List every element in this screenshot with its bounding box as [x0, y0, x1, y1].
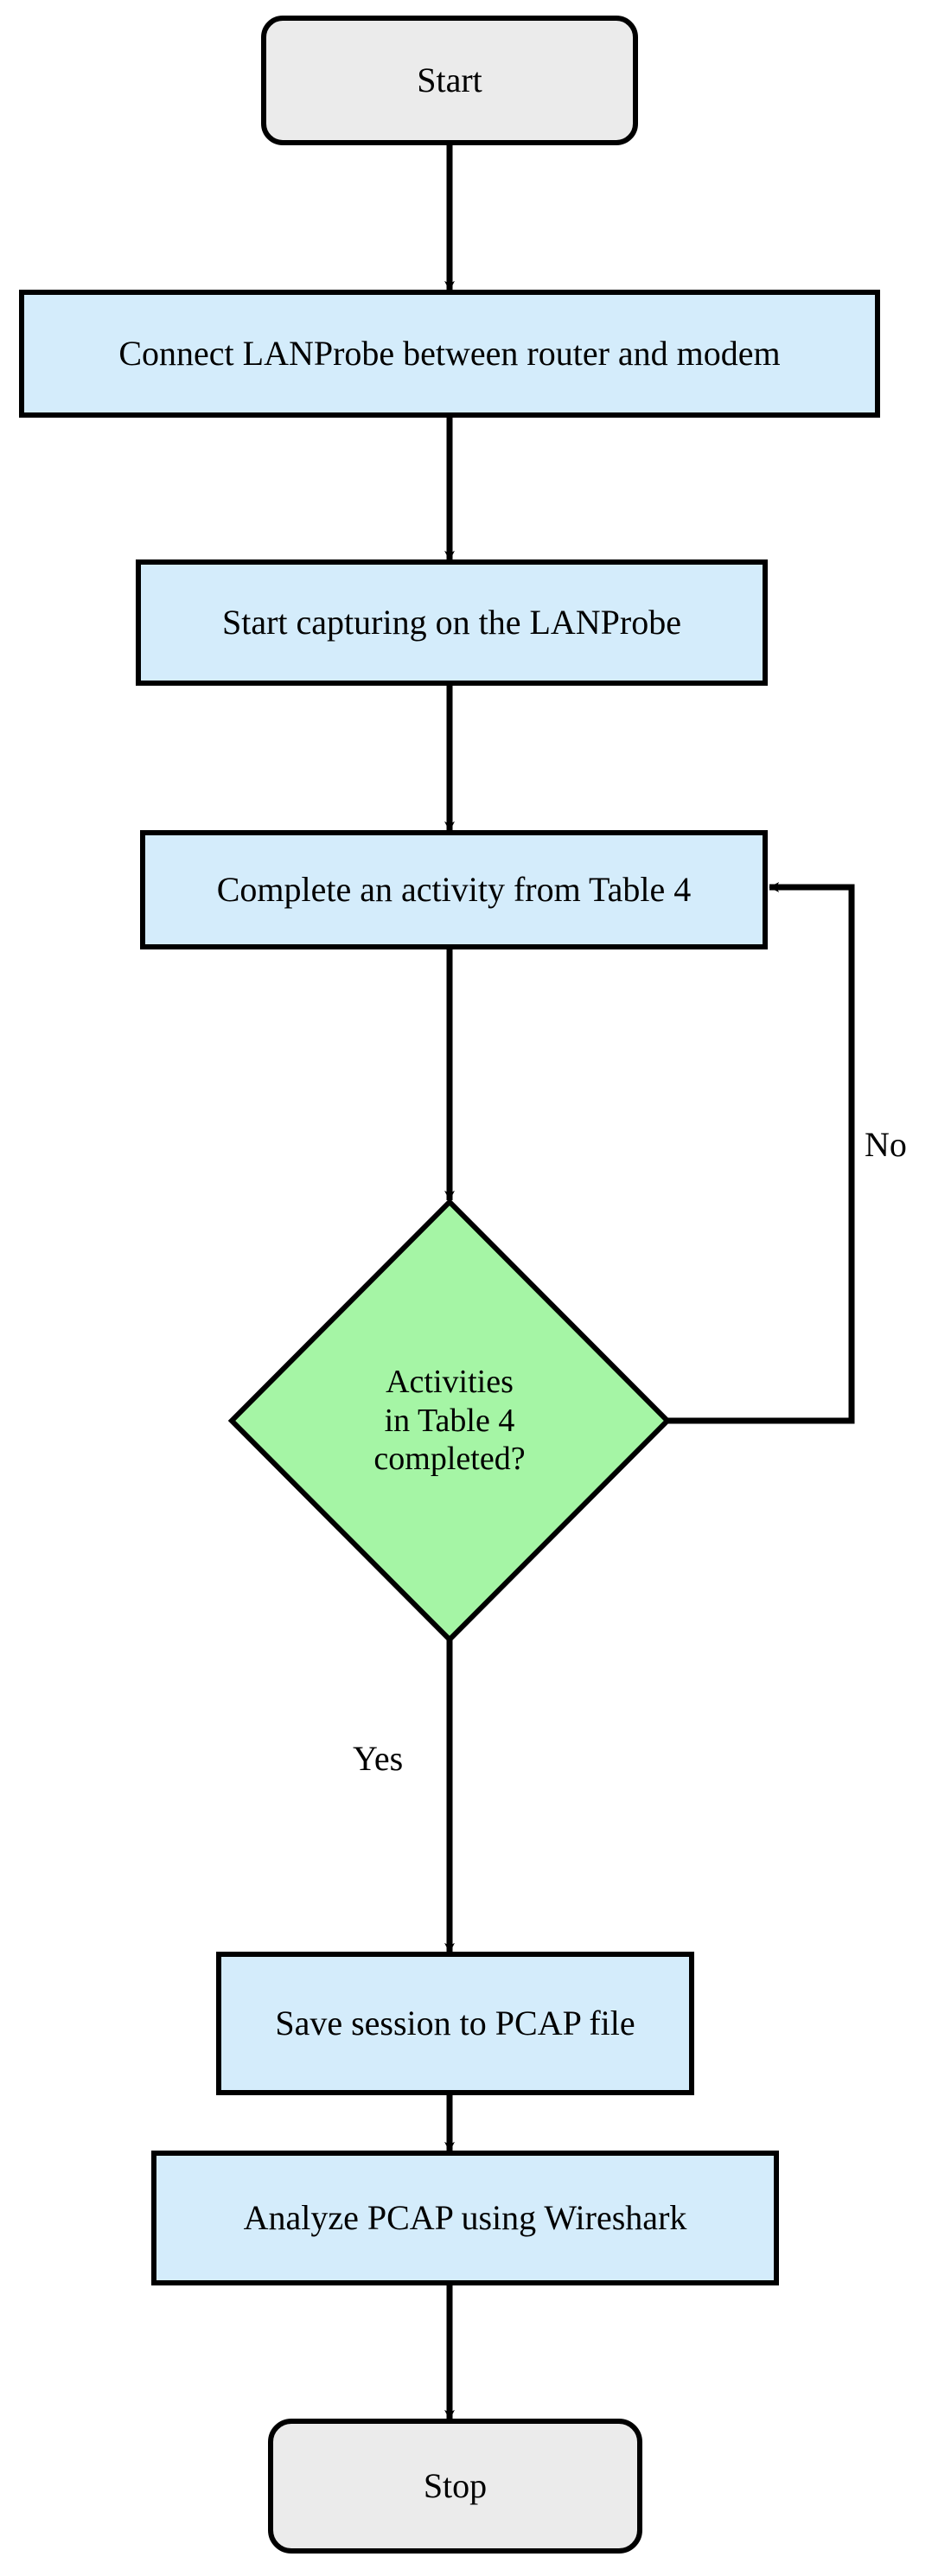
node-connect-shape[interactable] [19, 290, 880, 418]
node-save-shape[interactable] [216, 1952, 694, 2095]
node-activity-shape[interactable] [140, 830, 768, 949]
node-decision-shape[interactable] [227, 1198, 672, 1644]
node-start-shape[interactable] [261, 16, 638, 145]
node-stop-shape[interactable] [268, 2419, 642, 2554]
edge-label-no: No [865, 1125, 907, 1164]
edge-decision-to-activity-no [667, 882, 855, 1424]
node-capture-shape[interactable] [136, 559, 768, 686]
node-analyze-shape[interactable] [151, 2151, 779, 2285]
edge-label-yes: Yes [353, 1739, 404, 1778]
